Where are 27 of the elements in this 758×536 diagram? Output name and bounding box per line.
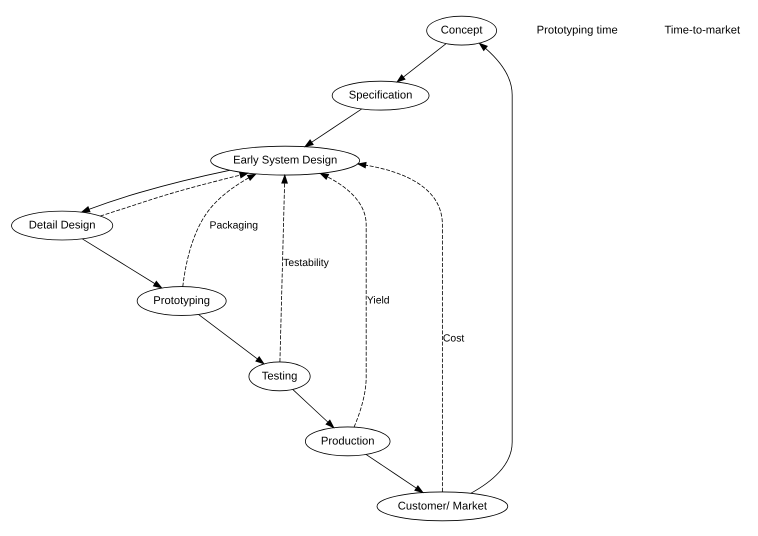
- arrow: [280, 173, 288, 362]
- node-ellipse: Specification: [332, 80, 430, 110]
- edge-label: Testability: [283, 258, 329, 269]
- arrow: [319, 172, 367, 427]
- edge-label: Yield: [366, 295, 390, 306]
- arrow: [470, 42, 513, 494]
- node-ellipse: Production: [304, 426, 390, 456]
- label: Prototyping time: [536, 24, 618, 36]
- label: Time-to-market: [664, 24, 740, 36]
- arrow: [304, 108, 362, 147]
- arrow: [82, 238, 163, 288]
- arrow: [356, 161, 443, 492]
- arrow: [366, 454, 424, 493]
- arrow: [396, 42, 446, 82]
- edge-label: Packaging: [210, 220, 258, 231]
- node-ellipse: Testing: [248, 361, 311, 391]
- node-ellipse: Customer/ Market: [376, 491, 508, 521]
- arrow: [292, 388, 335, 428]
- arrow: [182, 172, 257, 286]
- arrow: [80, 169, 230, 212]
- node-ellipse: Early System Design: [210, 145, 360, 175]
- edge-label: Cost: [442, 332, 464, 344]
- arrow: [198, 314, 265, 364]
- arrow: [100, 171, 250, 216]
- node-ellipse: Detail Design: [11, 210, 114, 240]
- node-ellipse: Prototyping: [136, 286, 227, 316]
- node-ellipse: Concept: [426, 15, 497, 45]
